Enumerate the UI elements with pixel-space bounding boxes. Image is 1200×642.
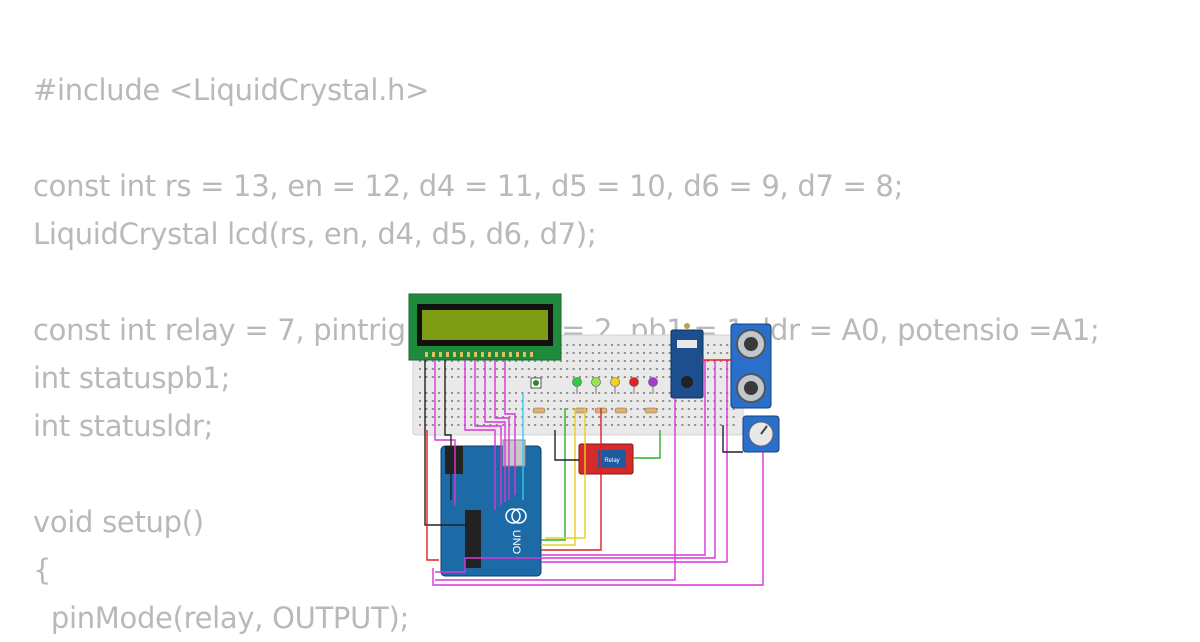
led bbox=[648, 377, 658, 387]
led bbox=[629, 377, 639, 387]
code-line: LiquidCrystal lcd(rs, en, d4, d5, d6, d7… bbox=[33, 217, 597, 251]
arduino-uno: UNO bbox=[440, 439, 542, 577]
led bbox=[591, 377, 601, 387]
arduino-label: UNO bbox=[510, 530, 522, 555]
circuit-diagram: Relay UNO bbox=[408, 293, 780, 586]
code-line: const int rs = 13, en = 12, d4 = 11, d5 … bbox=[33, 169, 904, 203]
code-line: void setup() bbox=[33, 505, 204, 539]
code-line: int statusldr; bbox=[33, 409, 214, 443]
resistor bbox=[614, 407, 628, 414]
led-row bbox=[572, 377, 658, 394]
ultrasonic-sensor bbox=[730, 323, 772, 409]
relay-label: Relay bbox=[604, 458, 619, 464]
ldr-module bbox=[670, 323, 704, 399]
code-line: int statuspb1; bbox=[33, 361, 230, 395]
code-line: pinMode(relay, OUTPUT); bbox=[33, 601, 409, 635]
resistor bbox=[644, 407, 658, 414]
code-line bbox=[33, 114, 1099, 162]
relay-module: Relay bbox=[578, 443, 634, 475]
led bbox=[572, 377, 582, 387]
wires bbox=[424, 359, 764, 586]
lcd-display bbox=[408, 293, 562, 361]
led bbox=[610, 377, 620, 387]
resistors bbox=[532, 407, 658, 414]
potentiometer bbox=[742, 415, 780, 453]
code-line: { bbox=[33, 553, 52, 587]
code-background: #include <LiquidCrystal.h> const int rs =… bbox=[33, 66, 1100, 642]
code-line: const int relay = 7, pintrig = 3, echo =… bbox=[33, 313, 1100, 347]
code-line: #include <LiquidCrystal.h> bbox=[33, 73, 430, 107]
resistor bbox=[532, 407, 546, 414]
